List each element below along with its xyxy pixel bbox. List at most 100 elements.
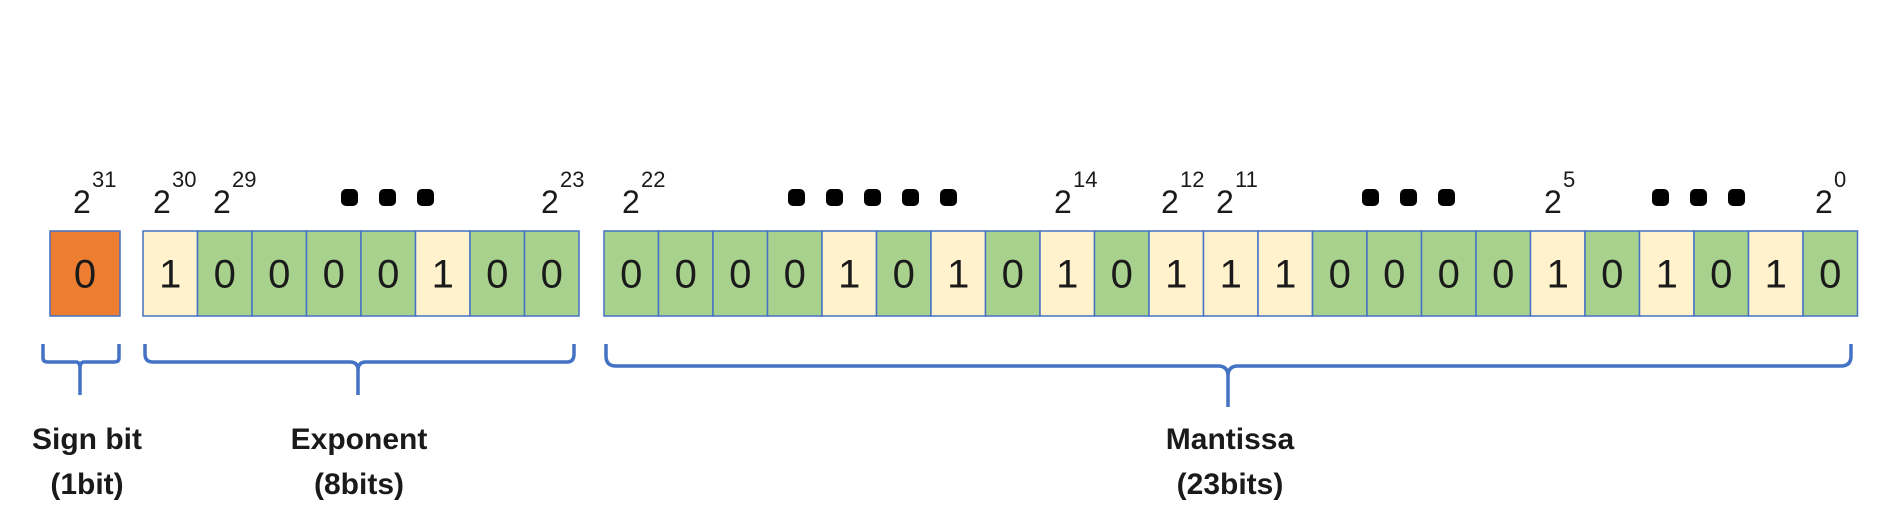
- power-exponent: 0: [1834, 167, 1846, 192]
- mantissa-bit-value: 1: [1656, 253, 1678, 297]
- mantissa-bit-value: 0: [675, 253, 697, 297]
- exponent-bit-cell: 0: [523, 230, 580, 317]
- sign-bit-value: 0: [74, 253, 96, 297]
- mantissa-bit-value: 0: [1329, 253, 1351, 297]
- mantissa-bit-value: 0: [784, 253, 806, 297]
- power-label: 214: [1054, 167, 1097, 220]
- mantissa-bit-value: 1: [1274, 253, 1296, 297]
- mantissa-bit-box: [712, 230, 769, 317]
- mantissa-bit-box: [1039, 230, 1096, 317]
- ellipsis-dot: [1690, 189, 1707, 206]
- mantissa-bit-box: [1802, 230, 1859, 317]
- mantissa-label-line1: Mantissa: [1166, 423, 1295, 456]
- mantissa-bit-box: [1420, 230, 1477, 317]
- exponent-bit-value: 0: [541, 253, 563, 297]
- exponent-bit-cell: 0: [305, 230, 362, 317]
- power-label: 25: [1544, 167, 1575, 220]
- mantissa-bit-box: [1311, 230, 1368, 317]
- mantissa-bit-box: [821, 230, 878, 317]
- exponent-bit-value: 0: [268, 253, 290, 297]
- power-exponent: 31: [92, 167, 116, 192]
- mantissa-bit-cell: 0: [657, 230, 714, 317]
- exponent-bit-value: 0: [323, 253, 345, 297]
- mantissa-bit-cell: 1: [1529, 230, 1586, 317]
- sign-bit-box: [49, 230, 121, 317]
- mantissa-bit-value: 1: [1220, 253, 1242, 297]
- exponent-bit-value: 0: [377, 253, 399, 297]
- mantissa-bit-value: 1: [947, 253, 969, 297]
- mantissa-bit-box: [930, 230, 987, 317]
- mantissa-bit-value: 0: [1002, 253, 1024, 297]
- mantissa-bit-value: 0: [1710, 253, 1732, 297]
- power-exponent: 5: [1563, 167, 1575, 192]
- exponent-brace: [143, 344, 576, 395]
- mantissa-bit-value: 0: [1383, 253, 1405, 297]
- power-base: 2: [1216, 184, 1234, 220]
- power-base: 2: [541, 184, 559, 220]
- ellipsis-dot: [1652, 189, 1669, 206]
- exponent-bit-cell: 0: [251, 230, 308, 317]
- mantissa-bit-cell: 0: [766, 230, 823, 317]
- mantissa-bit-value: 0: [1492, 253, 1514, 297]
- ellipsis-dot: [788, 189, 805, 206]
- power-exponent: 12: [1180, 167, 1204, 192]
- mantissa-bit-value: 1: [1765, 253, 1787, 297]
- mantissa-bit-cell: 0: [603, 230, 660, 317]
- exponent-bit-cell: 0: [196, 230, 253, 317]
- ellipsis-dot: [940, 189, 957, 206]
- mantissa-bit-value: 1: [838, 253, 860, 297]
- mantissa-label-line2: (23bits): [1177, 468, 1284, 501]
- power-label: 229: [213, 167, 256, 220]
- mantissa-bit-cell: 0: [1093, 230, 1150, 317]
- exponent-bit-cell: 1: [142, 230, 199, 317]
- mantissa-bit-cell: 0: [1311, 230, 1368, 317]
- mantissa-bit-value: 0: [1438, 253, 1460, 297]
- ellipsis-dots: [341, 189, 1745, 206]
- exponent-bit-box: [360, 230, 417, 317]
- mantissa-bit-box: [984, 230, 1041, 317]
- ellipsis-dot: [341, 189, 358, 206]
- mantissa-bit-value: 1: [1056, 253, 1078, 297]
- exponent-bit-box: [142, 230, 199, 317]
- mantissa-bit-cell: 0: [875, 230, 932, 317]
- mantissa-brace: [604, 344, 1853, 407]
- mantissa-bit-value: 0: [1601, 253, 1623, 297]
- mantissa-bit-cell: 0: [1584, 230, 1641, 317]
- sign-label-line1: Sign bit: [32, 423, 142, 456]
- mantissa-bit-value: 1: [1165, 253, 1187, 297]
- mantissa-bit-cell: 0: [1802, 230, 1859, 317]
- exponent-bit-cell: 0: [469, 230, 526, 317]
- mantissa-bit-box: [766, 230, 823, 317]
- power-exponent: 22: [641, 167, 665, 192]
- mantissa-bit-cell: 0: [1420, 230, 1477, 317]
- sign-label-line2: (1bit): [50, 468, 123, 501]
- ellipsis-dot: [1438, 189, 1455, 206]
- exponent-bit-value: 1: [159, 253, 181, 297]
- ellipsis-dot: [902, 189, 919, 206]
- power-base: 2: [1815, 184, 1833, 220]
- power-label: 212: [1161, 167, 1204, 220]
- exponent-bit-box: [196, 230, 253, 317]
- mantissa-bit-cell: 1: [1257, 230, 1314, 317]
- mantissa-bit-box: [1638, 230, 1695, 317]
- mantissa-bit-cell: 0: [1693, 230, 1750, 317]
- exponent-bit-value: 0: [486, 253, 508, 297]
- mantissa-bit-cell: 1: [1747, 230, 1804, 317]
- mantissa-bit-value: 0: [893, 253, 915, 297]
- power-exponent: 23: [560, 167, 584, 192]
- mantissa-bit-cell: 1: [1638, 230, 1695, 317]
- power-exponent: 11: [1235, 167, 1258, 192]
- sign-brace: [41, 344, 121, 395]
- exponent-label-line2: (8bits): [314, 468, 404, 501]
- mantissa-bit-box: [603, 230, 660, 317]
- ellipsis-dot: [1362, 189, 1379, 206]
- exponent-bit-value: 0: [214, 253, 236, 297]
- mantissa-bit-box: [1529, 230, 1586, 317]
- ellipsis-dot: [379, 189, 396, 206]
- power-label: 223: [541, 167, 584, 220]
- mantissa-bit-box: [1202, 230, 1259, 317]
- power-exponent: 30: [172, 167, 196, 192]
